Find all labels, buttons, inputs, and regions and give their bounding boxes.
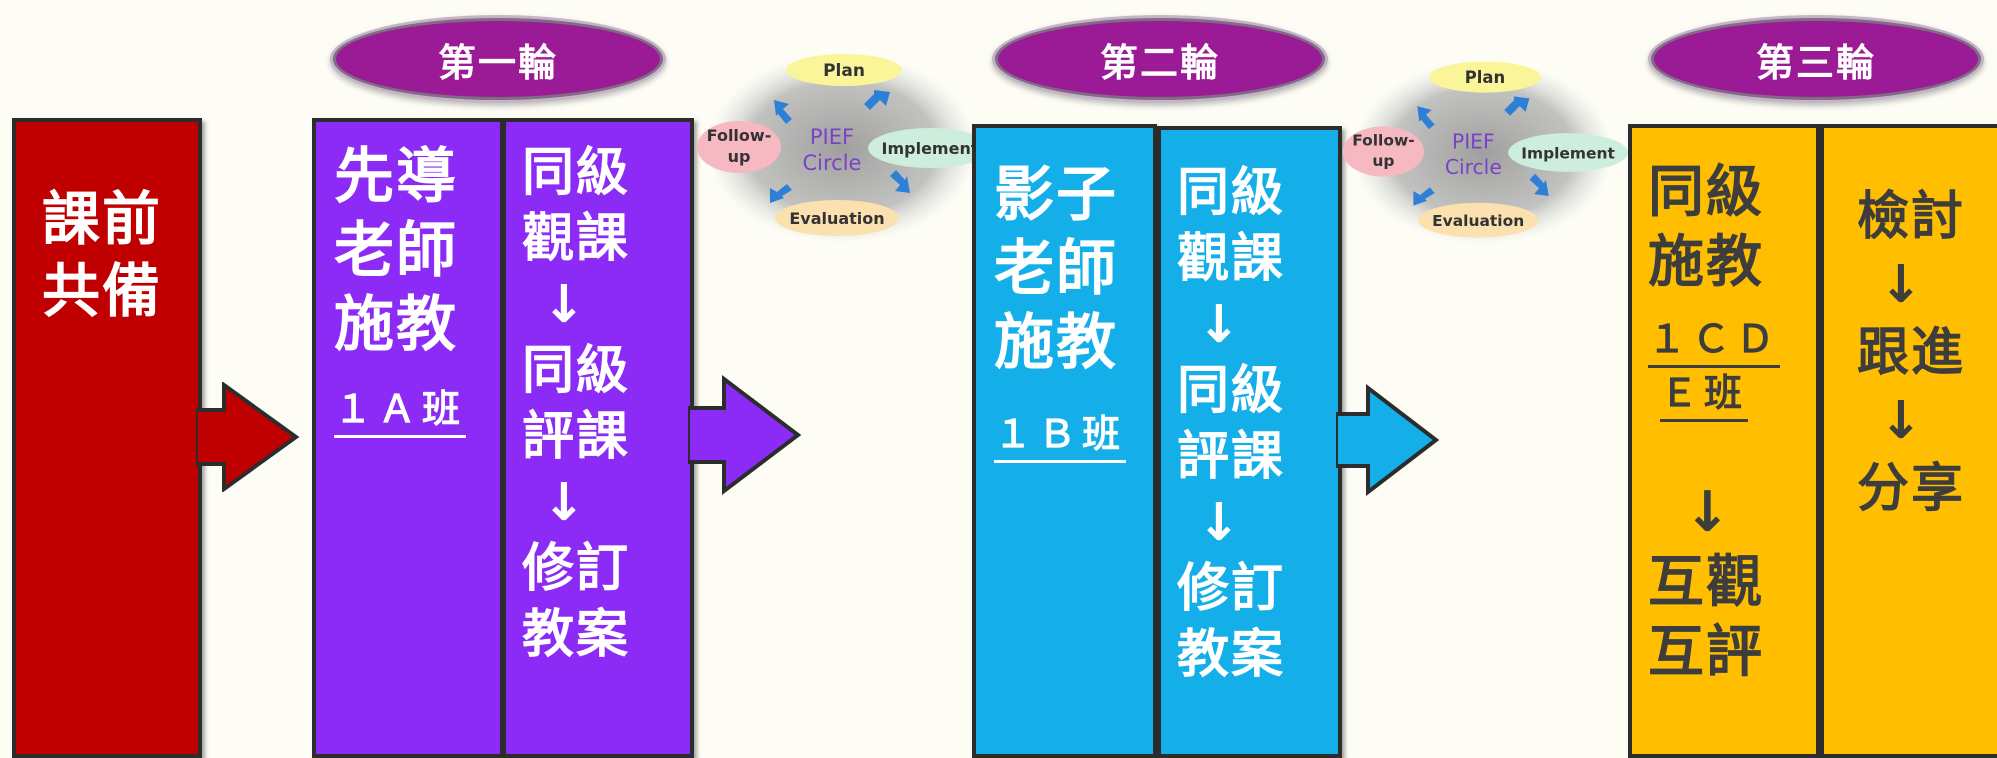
evaluation-node — [775, 200, 899, 236]
svg-text:PIEF: PIEF — [1452, 130, 1495, 154]
round-3-label: 第三輪 — [1648, 15, 1984, 103]
arrow-down-glyph: ↓ — [1684, 480, 1733, 545]
precourse-box — [12, 118, 202, 758]
review-text: 檢討 ↓ 跟進 ↓ 分享 — [1857, 187, 1966, 519]
round3-teaching-text: 同級 施教 — [1648, 160, 1764, 295]
arrow-down-glyph: ↓ — [1197, 295, 1243, 355]
pilot-teacher-text: 先導 老師 施教 — [334, 142, 458, 360]
shadow-teacher-box — [972, 124, 1157, 758]
arrow-down-glyph: ↓ — [542, 473, 588, 533]
round3-teaching-box — [1628, 124, 1820, 758]
followup-node — [697, 121, 781, 173]
peer-review-text-2: 同級 觀課 ↓ 同級 評課 ↓ 修訂 教案 — [1177, 163, 1286, 685]
svg-text:up: up — [728, 147, 751, 166]
pief-cycle-2: Plan Implement Evaluation Follow- up PIE… — [1342, 60, 1628, 245]
svg-text:Implement: Implement — [1521, 144, 1615, 162]
arrow-down-glyph: ↓ — [1879, 255, 1925, 315]
plan-node — [786, 54, 902, 86]
arrow-right-red — [196, 382, 300, 492]
pilot-teacher-box — [312, 118, 504, 758]
round3-class-label-2: Ｅ班 — [1660, 362, 1749, 422]
arrow-down-glyph: ↓ — [542, 275, 588, 335]
peer-review-text-1: 同級 觀課 ↓ 同級 評課 ↓ 修訂 教案 — [522, 143, 631, 665]
arrow-down-glyph: ↓ — [1879, 391, 1925, 451]
svg-text:Plan: Plan — [823, 61, 865, 81]
pilot-class-label: １Ａ班 — [334, 378, 467, 438]
svg-text:Follow-: Follow- — [1352, 132, 1414, 150]
svg-text:Follow-: Follow- — [707, 126, 772, 145]
svg-text:PIEF: PIEF — [810, 125, 854, 149]
svg-text:Evaluation: Evaluation — [1432, 212, 1524, 230]
round-1-label: 第一輪 — [330, 15, 666, 103]
round3-mutual-text: ↓ 互觀 互評 — [1648, 480, 1764, 685]
svg-text:Plan: Plan — [1465, 68, 1505, 87]
arrow-right-purple — [688, 375, 802, 495]
cycle-arrows — [770, 90, 910, 203]
svg-text:Circle: Circle — [1445, 155, 1502, 179]
svg-text:up: up — [1372, 152, 1394, 170]
round-2-label: 第二輪 — [992, 15, 1328, 103]
shadow-teacher-text: 影子 老師 施教 — [994, 160, 1118, 378]
pief-cycle-1: Plan Implement Evaluation Follow- up PIE… — [697, 53, 992, 243]
precourse-text: 課前 共備 — [42, 185, 163, 325]
svg-text:Evaluation: Evaluation — [789, 209, 884, 228]
implement-node — [868, 128, 992, 168]
shadow-class-label: １Ｂ班 — [994, 403, 1127, 463]
svg-text:Implement: Implement — [882, 139, 979, 158]
round3-class-label-1: １ＣＤ — [1648, 308, 1781, 368]
arrow-down-glyph: ↓ — [1197, 493, 1243, 553]
svg-text:Circle: Circle — [803, 151, 862, 175]
review-box — [1820, 124, 1997, 758]
arrow-right-blue — [1336, 384, 1440, 496]
